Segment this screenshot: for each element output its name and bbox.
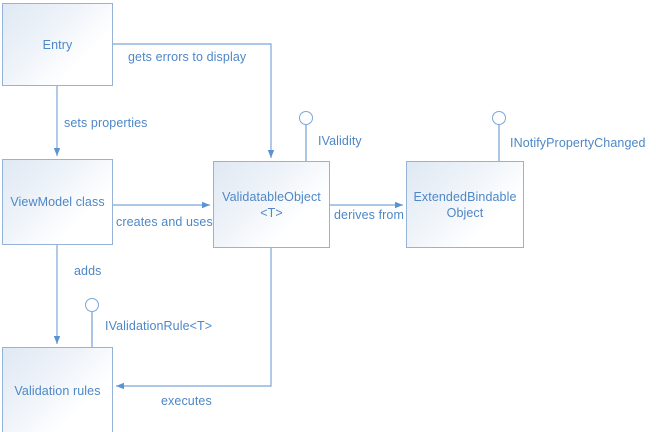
node-entry[interactable]: Entry <box>2 3 113 86</box>
inotifypropertychanged-lollipop-icon <box>492 111 506 125</box>
node-viewmodel-class-label: ViewModel class <box>10 195 105 209</box>
iface-label-inotifypropertychanged: INotifyPropertyChanged <box>510 136 646 150</box>
edge-label-creates-and-uses: creates and uses <box>116 215 213 229</box>
edge-label-sets-properties: sets properties <box>64 116 148 130</box>
edge-label-derives-from: derives from <box>334 208 404 222</box>
iface-label-ivalidity: IValidity <box>318 134 362 148</box>
node-validation-rules[interactable]: Validation rules <box>2 347 113 432</box>
node-extended-bindable-object[interactable]: ExtendedBindable Object <box>406 161 524 248</box>
iface-label-ivalidationrule: IValidationRule<T> <box>105 319 213 333</box>
node-validation-rules-label: Validation rules <box>14 384 101 398</box>
edge-label-gets-errors: gets errors to display <box>128 50 247 64</box>
node-extended-bindable-object-label: ExtendedBindable Object <box>413 189 517 220</box>
edge-label-executes: executes <box>161 394 212 408</box>
node-validatable-object[interactable]: ValidatableObject <T> <box>213 161 330 248</box>
node-entry-label: Entry <box>42 37 73 52</box>
ivalidationrule-lollipop-icon <box>85 298 99 312</box>
ivalidity-lollipop-icon <box>299 111 313 125</box>
edge-executes <box>116 248 272 390</box>
node-validatable-object-label: ValidatableObject <T> <box>222 189 321 220</box>
node-viewmodel-class[interactable]: ViewModel class <box>2 159 113 245</box>
edge-label-adds: adds <box>74 264 102 278</box>
